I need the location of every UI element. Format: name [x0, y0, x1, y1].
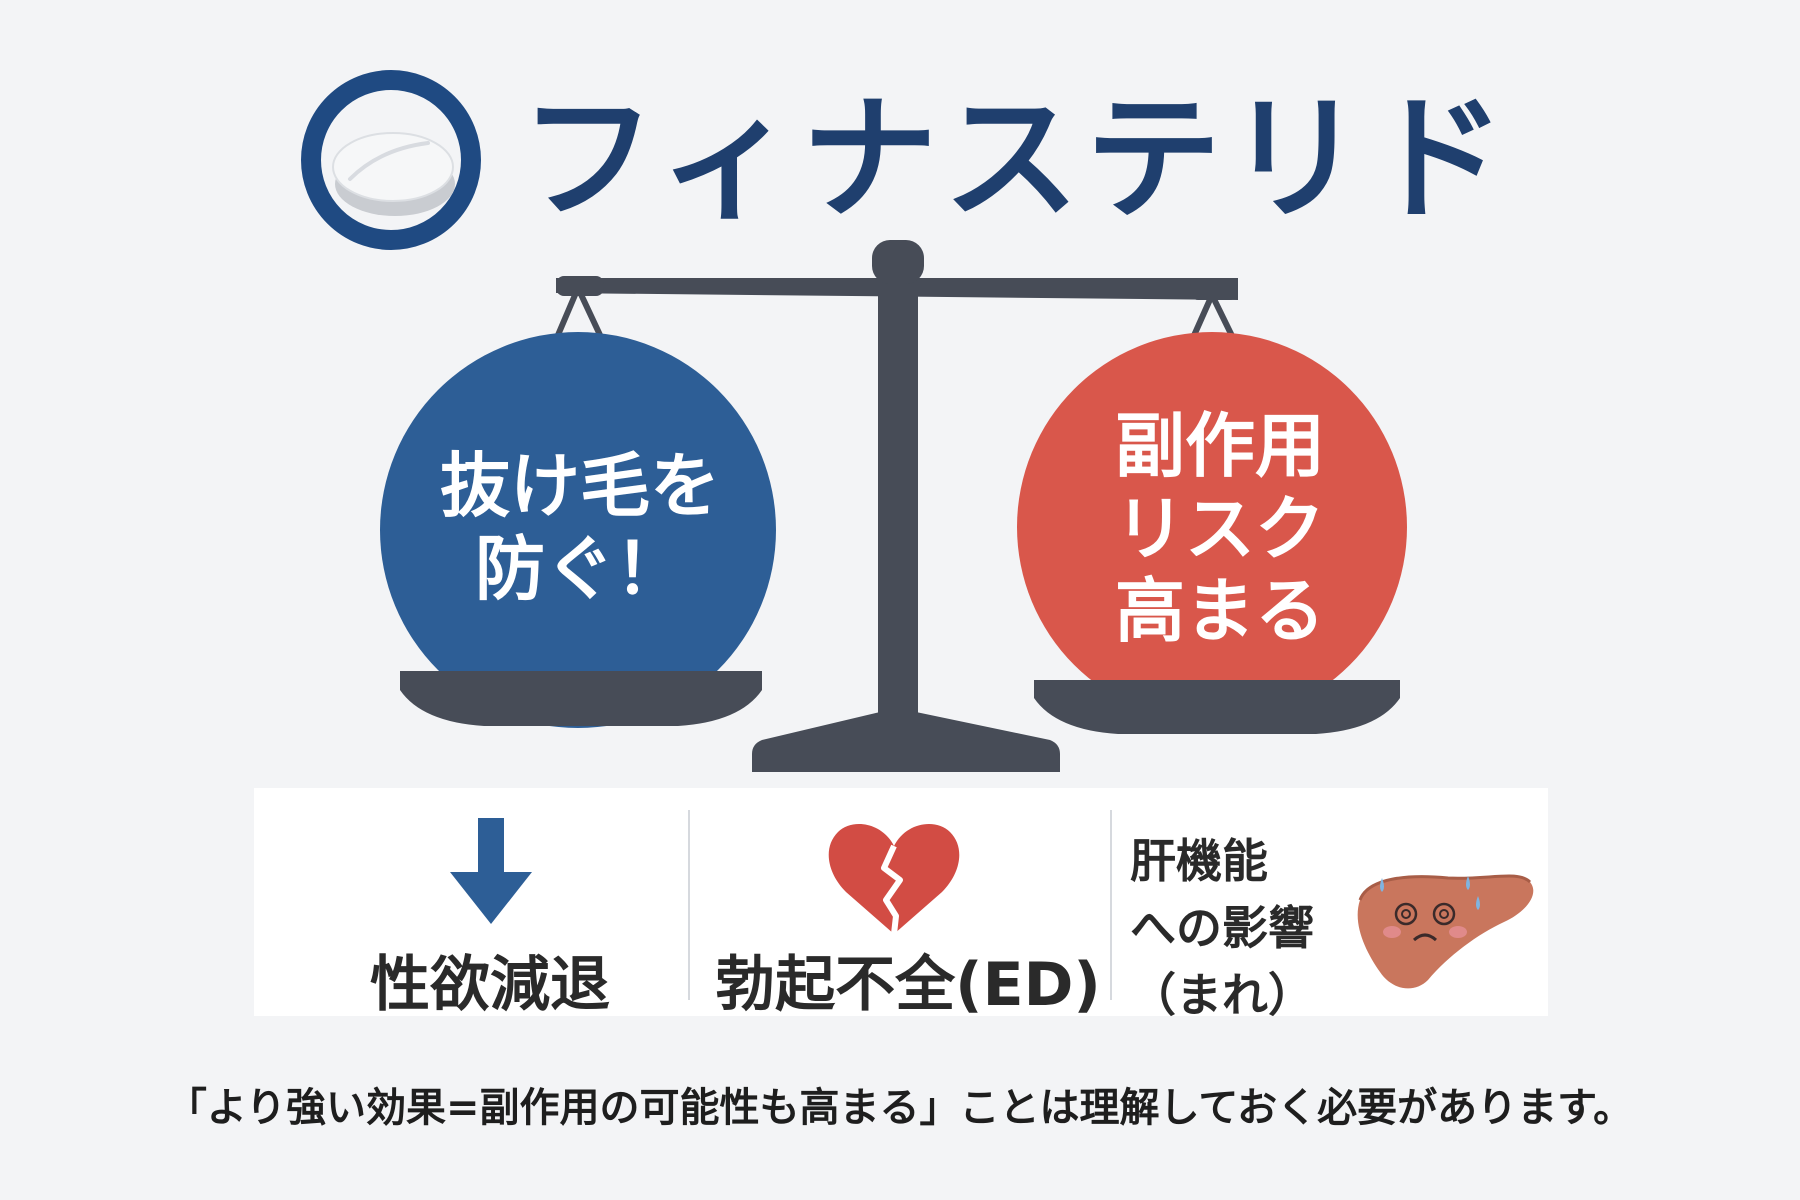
- right-ball-line: 副作用: [1115, 405, 1325, 487]
- effect-label-libido: 性欲減退: [370, 950, 610, 1020]
- page-title: フィナステリド: [520, 81, 1512, 239]
- right-pan: [1034, 680, 1400, 734]
- liver-line: 肝機能: [1130, 834, 1268, 888]
- left-ball-line: 防ぐ！: [475, 527, 685, 610]
- scale-base: [752, 712, 1060, 772]
- effect-label-ed: 勃起不全(ED): [715, 950, 1101, 1020]
- liver-line: （まれ）: [1130, 968, 1314, 1023]
- left-ball-line: 抜け毛を: [440, 445, 720, 527]
- left-ball: [380, 332, 776, 728]
- panel-divider: [688, 810, 690, 1000]
- right-ball-line: リスク: [1115, 487, 1325, 570]
- balance-scale-illustration: [380, 240, 1407, 772]
- beam-end-left: [556, 276, 604, 296]
- broken-heart-icon: [828, 823, 960, 935]
- right-ball: [1017, 332, 1407, 722]
- side-effects-panel: 性欲減退 勃起不全(ED) 肝機能 への影響 （まれ）: [254, 788, 1548, 1022]
- effect-label-liver: 肝機能 への影響 （まれ）: [1130, 828, 1314, 1029]
- dizzy-liver-icon: [1357, 874, 1534, 989]
- left-ball-text: 抜け毛を 防ぐ！: [380, 445, 780, 610]
- right-ball-line: 高まる: [1115, 570, 1325, 653]
- left-pan: [400, 671, 762, 726]
- beam-end-right: [1190, 278, 1238, 300]
- footnote: 「より強い効果=副作用の可能性も高まる」ことは理解しておく必要があります。: [166, 1085, 1634, 1131]
- liver-line: への影響: [1130, 901, 1314, 956]
- right-pan-string: [1209, 293, 1237, 342]
- down-arrow-icon: [450, 818, 532, 924]
- panel-divider: [1110, 810, 1112, 1000]
- right-pan-string: [1189, 293, 1215, 342]
- title-row: フィナステリド: [300, 60, 1505, 260]
- scale-top-knob: [872, 240, 924, 284]
- pill-logo-icon: [301, 70, 481, 250]
- right-ball-text: 副作用 リスク 高まる: [1020, 405, 1420, 653]
- scale-pillar: [878, 250, 918, 720]
